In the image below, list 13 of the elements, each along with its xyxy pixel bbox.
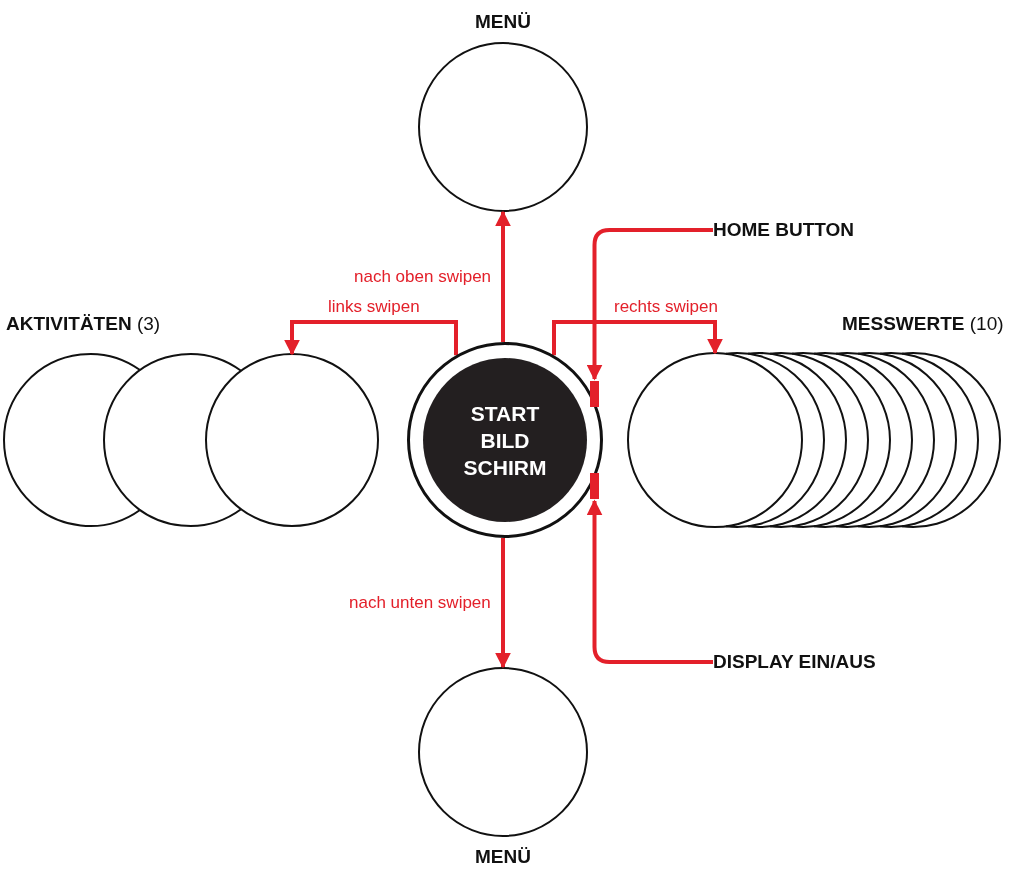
arrow xyxy=(495,210,511,342)
screen-title: MENÜ xyxy=(474,845,532,869)
side-button xyxy=(590,381,599,407)
group-heading: MESSWERTE (10) xyxy=(842,312,1004,336)
callout-label: DISPLAY EIN/AUS xyxy=(713,650,876,674)
group-heading: AKTIVITÄTEN (3) xyxy=(6,312,161,336)
arrow xyxy=(495,538,511,669)
callout-label: HOME BUTTON xyxy=(713,218,855,242)
leader-arrow xyxy=(586,228,713,381)
side-button xyxy=(590,473,599,499)
display-screen: START BILD SCHIRM xyxy=(423,358,587,522)
leader-arrow xyxy=(586,499,713,664)
screen-title: MENÜ xyxy=(474,10,532,34)
